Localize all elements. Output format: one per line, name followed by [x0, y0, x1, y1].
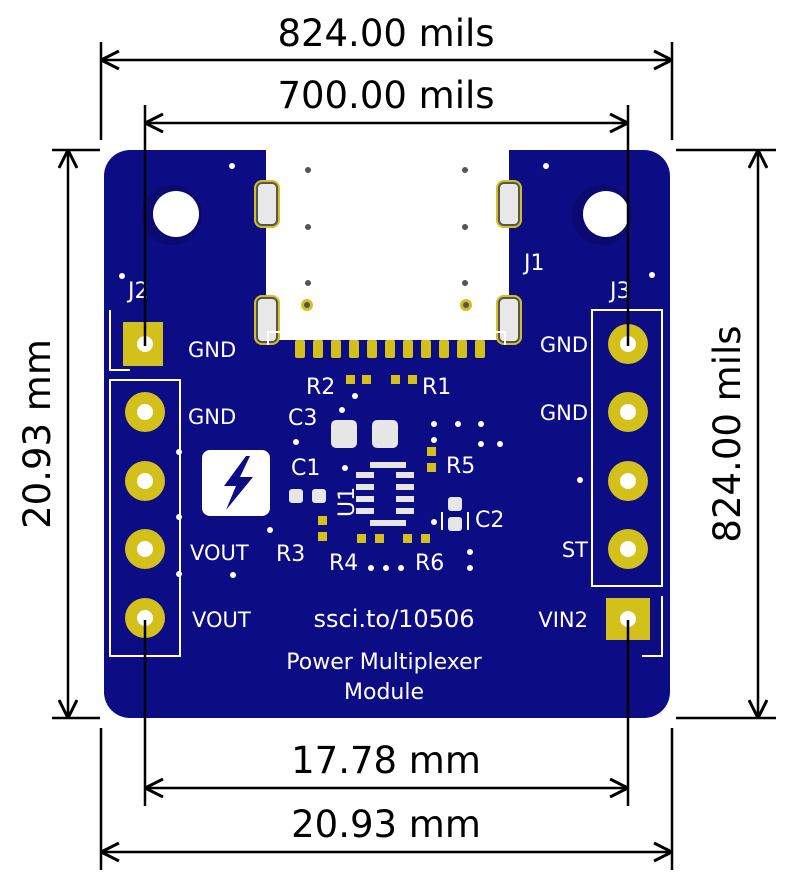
ref-c1: C1: [291, 456, 320, 481]
ref-r2: R2: [306, 375, 335, 400]
dimension-top-inner: [143, 105, 630, 346]
connector-label-j3: J3: [608, 279, 631, 304]
ref-r1: R1: [422, 375, 451, 400]
ref-r5: R5: [446, 454, 475, 479]
ref-c3: C3: [288, 406, 317, 431]
mounting-hole-left: [142, 185, 202, 245]
pin-label-j3-4: ST: [562, 538, 588, 562]
board-title-line1: Power Multiplexer: [286, 650, 482, 675]
ref-u1: U1: [335, 487, 360, 517]
lightning-bolt-icon: [202, 450, 270, 516]
dimension-top-inner-label: 700.00 mils: [277, 74, 494, 117]
dimension-bottom-outer-label: 20.93 mm: [291, 803, 481, 846]
ref-r6: R6: [415, 551, 444, 576]
pin-label-j3-2: GND: [540, 401, 588, 425]
ref-c2: C2: [475, 508, 504, 533]
mounting-hole-right: [572, 185, 632, 245]
pin-label-j3-5: VIN2: [538, 608, 588, 632]
pin-label-j2-2: GND: [188, 405, 236, 429]
dimension-bottom-inner: [143, 620, 630, 806]
dimension-top-outer-label: 824.00 mils: [277, 12, 494, 55]
connector-label-j1: J1: [522, 251, 545, 276]
connector-label-j2: J2: [126, 279, 149, 304]
dimension-right: [676, 148, 776, 720]
pin-label-j2-1: GND: [188, 338, 236, 362]
dimension-top-outer: [99, 42, 674, 140]
usb-connector-j1: [254, 167, 522, 358]
smd-components: [119, 163, 655, 578]
dimension-right-label: 824.00 mils: [706, 325, 749, 542]
header-j2-pins: [123, 322, 165, 638]
dimension-bottom-inner-label: 17.78 mm: [291, 739, 481, 782]
ref-r3: R3: [276, 542, 305, 567]
pin-label-j2-5: VOUT: [192, 608, 251, 632]
dimension-left: [52, 148, 100, 720]
ref-r4: R4: [329, 551, 358, 576]
dimension-bottom-outer: [99, 728, 674, 870]
pin-label-j2-4: VOUT: [190, 541, 249, 565]
pin-label-j3-1: GND: [540, 333, 588, 357]
board-title-line2: Module: [344, 680, 424, 705]
board-url: ssci.to/10506: [313, 605, 474, 633]
dimension-left-label: 20.93 mm: [16, 339, 59, 529]
